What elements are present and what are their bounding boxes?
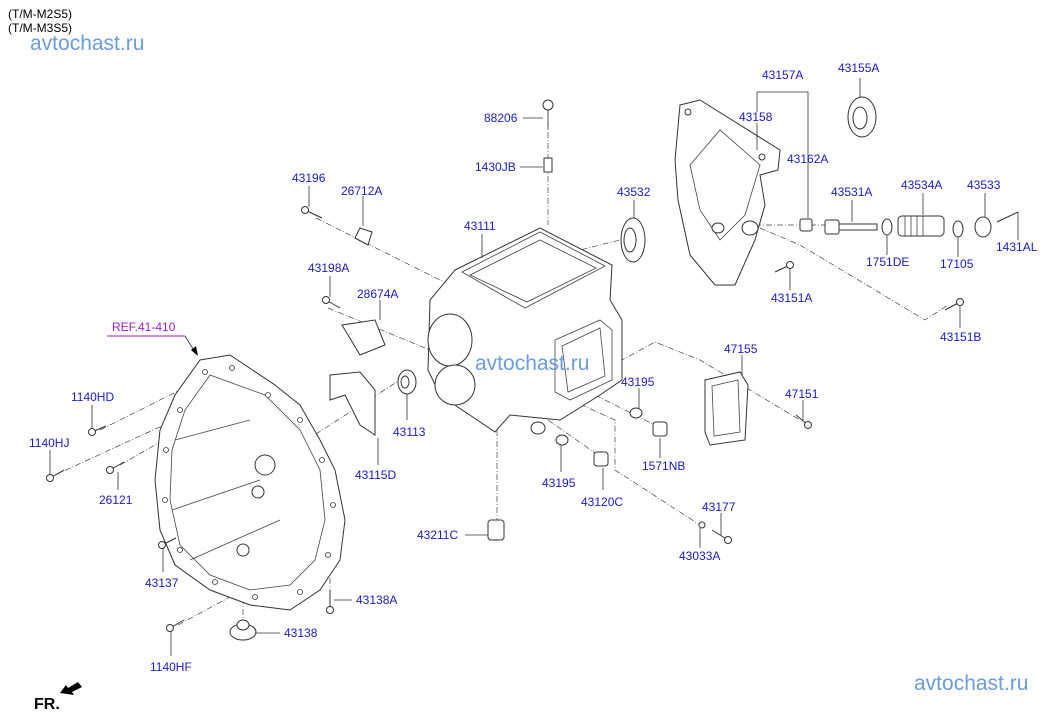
part-label-43162a[interactable]: 43162A xyxy=(787,152,828,166)
part-label-43196[interactable]: 43196 xyxy=(292,171,326,185)
transmission-case-drawing xyxy=(427,227,623,435)
arrow-icon xyxy=(191,346,198,356)
model-label-m3s5: (T/M-M3S5) xyxy=(8,21,72,35)
part-label-43177[interactable]: 43177 xyxy=(702,500,736,514)
front-label: FR. xyxy=(34,696,60,713)
part-label-43151b[interactable]: 43151B xyxy=(940,330,981,344)
small-parts-drawing xyxy=(46,96,1019,641)
part-label-43158[interactable]: 43158 xyxy=(739,110,773,124)
model-label-m2s5: (T/M-M2S5) xyxy=(8,7,72,21)
extension-housing-drawing xyxy=(674,99,781,286)
part-label-43195-lower[interactable]: 43195 xyxy=(542,476,576,490)
front-direction-indicator: FR. xyxy=(34,682,82,713)
part-label-43195-upper[interactable]: 43195 xyxy=(621,375,655,389)
part-label-43115d[interactable]: 43115D xyxy=(355,468,396,482)
part-label-43155a[interactable]: 43155A xyxy=(838,61,879,75)
part-label-1571nb[interactable]: 1571NB xyxy=(642,459,685,473)
part-label-47151[interactable]: 47151 xyxy=(785,387,819,401)
part-label-43138a[interactable]: 43138A xyxy=(356,593,397,607)
reference-callout: REF.41-410 xyxy=(107,320,198,356)
part-label-43532[interactable]: 43532 xyxy=(617,185,651,199)
part-label-26121[interactable]: 26121 xyxy=(99,493,133,507)
watermark-top: avtochast.ru xyxy=(30,32,144,55)
part-label-43113[interactable]: 43113 xyxy=(393,425,426,439)
part-label-43033a[interactable]: 43033A xyxy=(679,549,720,563)
part-label-17105[interactable]: 17105 xyxy=(940,257,974,271)
part-label-43533[interactable]: 43533 xyxy=(967,178,1001,192)
part-label-43137[interactable]: 43137 xyxy=(145,576,179,590)
part-label-28674a[interactable]: 28674A xyxy=(357,287,398,301)
part-label-43120c[interactable]: 43120C xyxy=(581,495,623,509)
front-arrow-icon xyxy=(60,682,82,695)
leader-lines xyxy=(49,78,1019,656)
part-label-47155[interactable]: 47155 xyxy=(724,342,758,356)
watermark-center: avtochast.ru xyxy=(475,352,589,375)
part-label-1751de[interactable]: 1751DE xyxy=(866,255,909,269)
part-label-43111[interactable]: 43111 xyxy=(464,219,496,233)
part-label-43531a[interactable]: 43531A xyxy=(831,185,872,199)
part-label-26712a[interactable]: 26712A xyxy=(341,184,382,198)
clutch-housing-drawing xyxy=(154,354,346,611)
part-label-1430jb[interactable]: 1430JB xyxy=(475,160,516,174)
part-label-43198a[interactable]: 43198A xyxy=(308,261,349,275)
part-label-43157a[interactable]: 43157A xyxy=(762,68,803,82)
part-label-43211c[interactable]: 43211C xyxy=(417,528,458,542)
part-label-1140hj[interactable]: 1140HJ xyxy=(29,436,69,450)
part-label-1140hd[interactable]: 1140HD xyxy=(71,390,114,404)
reference-link[interactable]: REF.41-410 xyxy=(112,320,176,334)
part-label-43138[interactable]: 43138 xyxy=(284,626,318,640)
part-label-43534a[interactable]: 43534A xyxy=(901,178,942,192)
part-label-43151a[interactable]: 43151A xyxy=(771,291,812,305)
part-label-1140hf[interactable]: 1140HF xyxy=(150,660,192,674)
part-label-1431al[interactable]: 1431AL xyxy=(996,240,1038,254)
watermark-bottom: avtochast.ru xyxy=(914,672,1028,695)
part-label-88206[interactable]: 88206 xyxy=(484,111,518,125)
part-labels: 88206 1430JB 43111 43532 43157A 43155A 4… xyxy=(29,61,1038,674)
